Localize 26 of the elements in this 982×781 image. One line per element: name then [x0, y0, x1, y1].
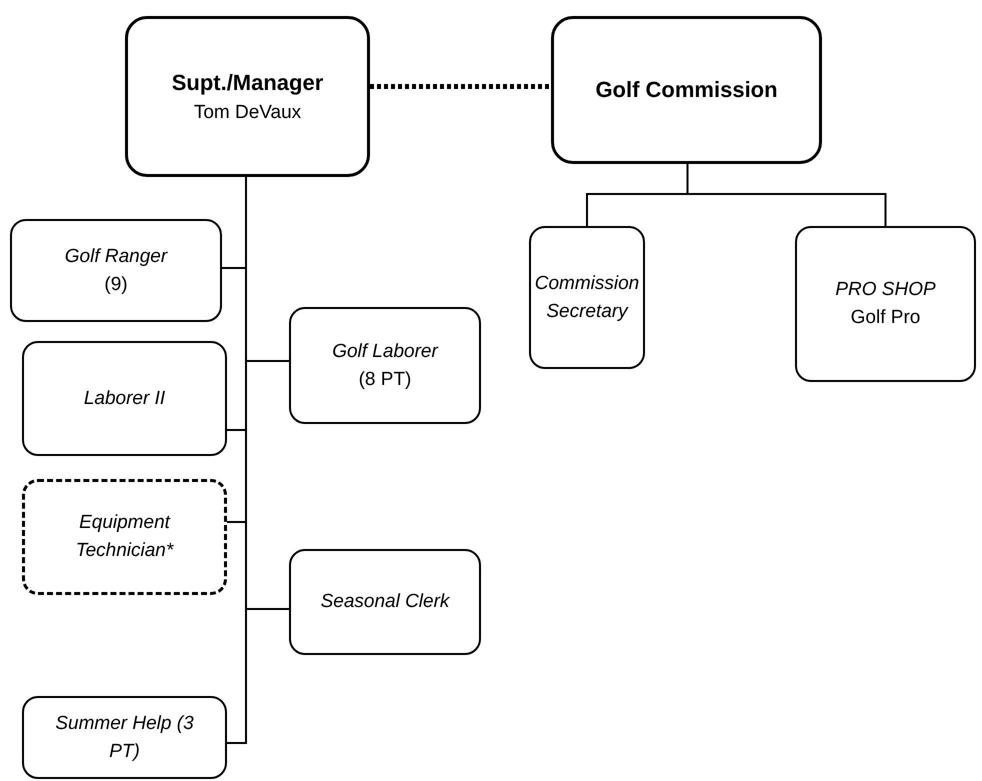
role-title: PRO SHOP: [835, 278, 936, 302]
role-title: Seasonal Clerk: [320, 590, 450, 614]
role-box: [289, 307, 481, 424]
role-title: Equipment Technician*: [74, 511, 175, 563]
role-title: Supt./Manager: [172, 68, 324, 97]
dotted-connector: [370, 84, 551, 89]
role-box: [795, 226, 976, 382]
role-box: [289, 549, 481, 655]
role-box: [22, 696, 227, 779]
role-title: Laborer II: [84, 386, 166, 411]
org-box: [125, 16, 370, 177]
role-detail: Tom DeVaux: [194, 100, 302, 125]
connector-line: [686, 164, 886, 226]
role-box: [529, 226, 645, 369]
role-box: [10, 219, 222, 322]
role-detail: (9): [104, 272, 128, 296]
role-title: Golf Commission: [595, 76, 778, 104]
role-box: [22, 479, 227, 595]
role-detail: Golf Pro: [850, 306, 920, 330]
role-box: [22, 341, 227, 456]
role-title: Golf Laborer: [332, 340, 438, 364]
role-title: Commission Secretary: [534, 272, 640, 324]
org-box: [551, 16, 822, 164]
role-title: Golf Ranger: [64, 244, 168, 269]
role-title: Summer Help (3 PT): [54, 712, 195, 764]
role-detail: (8 PT): [358, 368, 412, 392]
